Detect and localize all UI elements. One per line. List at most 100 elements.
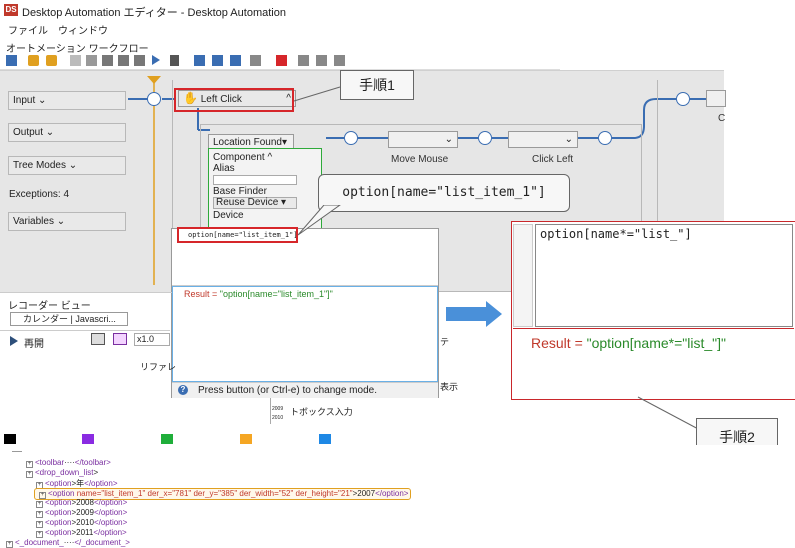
tool-b-icon[interactable] xyxy=(316,55,327,66)
expand-icon[interactable]: + xyxy=(39,492,46,499)
xml-tag-close: </option> xyxy=(93,528,127,537)
edited-result-line: Result = "option[name*="list_"]" xyxy=(531,335,726,351)
expression-text: option[name="list_item_1"] xyxy=(188,231,298,239)
cut-icon[interactable] xyxy=(86,55,97,66)
screenshot-icon[interactable] xyxy=(91,333,105,345)
expand-icon[interactable]: + xyxy=(36,521,43,528)
color-swatch-purple[interactable] xyxy=(82,434,94,444)
expression-input[interactable] xyxy=(172,229,438,286)
undo-icon[interactable] xyxy=(28,55,39,66)
connector-1[interactable] xyxy=(344,131,358,145)
xml-tag-open: <option xyxy=(45,528,72,537)
expand-icon[interactable]: + xyxy=(36,531,43,538)
xml-root-line xyxy=(12,446,22,452)
help-icon[interactable]: ? xyxy=(178,385,188,395)
expand-icon[interactable]: + xyxy=(36,511,43,518)
window-title: Desktop Automation エディター - Desktop Autom… xyxy=(22,7,286,19)
recorder-divider xyxy=(0,292,172,293)
redo-icon[interactable] xyxy=(46,55,57,66)
expand-icon[interactable]: + xyxy=(36,501,43,508)
input-dropdown[interactable]: Input ⌄ xyxy=(8,91,126,110)
xml-text: >2008 xyxy=(71,498,94,507)
expand-icon[interactable]: + xyxy=(26,471,33,478)
color-swatch-black[interactable] xyxy=(4,434,16,444)
expand-icon[interactable]: + xyxy=(6,541,13,548)
xml-text: > xyxy=(93,468,99,477)
menu-file[interactable]: ファイル xyxy=(8,26,48,37)
variables-dropdown[interactable]: Variables ⌄ xyxy=(8,212,126,231)
highlight-icon[interactable] xyxy=(113,333,127,345)
tool-a-icon[interactable] xyxy=(298,55,309,66)
result-box xyxy=(172,286,438,382)
side-text-4: テ xyxy=(440,337,450,347)
expand-icon[interactable]: + xyxy=(26,461,33,468)
tool-c-icon[interactable] xyxy=(334,55,345,66)
tree-modes-dropdown[interactable]: Tree Modes ⌄ xyxy=(8,156,126,175)
xml-node[interactable]: +<option>2010</option> xyxy=(34,518,127,528)
edited-expression-gutter xyxy=(513,224,533,327)
edited-divider xyxy=(513,328,794,329)
move-mouse-node[interactable]: ⌄ xyxy=(388,131,458,148)
color-swatch-blue[interactable] xyxy=(319,434,331,444)
input-connector[interactable] xyxy=(147,92,161,106)
stop-icon[interactable] xyxy=(276,55,287,66)
xml-text: >年 xyxy=(71,479,85,488)
xml-tag-open: <option xyxy=(45,508,72,517)
save-icon[interactable] xyxy=(6,55,17,66)
popup-footer: Press button (or Ctrl-e) to change mode. xyxy=(172,382,438,398)
xml-node[interactable]: +<_document_····</_document_> xyxy=(4,538,130,548)
color-swatch-green[interactable] xyxy=(161,434,173,444)
selector-bubble: option[name="list_item_1"] xyxy=(318,174,570,212)
step1-callout: 手順1 xyxy=(340,70,414,100)
edited-expression-input[interactable]: option[name*="list_"] xyxy=(535,224,793,327)
xml-tag-close: </_document_> xyxy=(74,538,130,547)
xml-text: >2009 xyxy=(71,508,94,517)
xml-text: >2007 xyxy=(352,489,376,498)
record-icon[interactable] xyxy=(212,55,223,66)
xml-node[interactable]: +<option name="list_item_1" der_x="781" … xyxy=(34,488,412,500)
xml-tag-open: <toolbar xyxy=(35,458,65,467)
recorder-title: レコーダー ビュー xyxy=(8,301,91,312)
zoom-select[interactable]: x1.0 xyxy=(134,333,170,346)
xml-text: ···· xyxy=(63,538,75,547)
side-text-3: トボックス入力 xyxy=(290,407,353,417)
left-click-node[interactable]: ✋ Left Click^ xyxy=(178,90,296,107)
connector-3[interactable] xyxy=(598,131,612,145)
xml-node[interactable]: +<option>2008</option> xyxy=(34,498,127,508)
connector-4[interactable] xyxy=(676,92,690,106)
paste-icon[interactable] xyxy=(102,55,113,66)
xml-node[interactable]: +<drop_down_list> xyxy=(24,468,98,478)
step-icon[interactable] xyxy=(194,55,205,66)
export-icon[interactable] xyxy=(230,55,241,66)
title-bar xyxy=(0,0,795,20)
component-header[interactable]: Component ^ xyxy=(213,152,273,163)
output-dropdown[interactable]: Output ⌄ xyxy=(8,123,126,142)
color-swatch-orange[interactable] xyxy=(240,434,252,444)
xml-tag-open: <option xyxy=(45,498,72,507)
delete-icon[interactable] xyxy=(118,55,129,66)
click-left-node[interactable]: ⌄ xyxy=(508,131,578,148)
print-icon[interactable] xyxy=(250,55,261,66)
alias-label: Alias xyxy=(213,163,235,174)
copy-icon[interactable] xyxy=(70,55,81,66)
reuse-device-select[interactable]: Reuse Device ▾ xyxy=(213,197,297,209)
menu-window[interactable]: ウィンドウ xyxy=(58,26,108,37)
xml-tag-close: </option> xyxy=(84,479,118,488)
pause-icon[interactable] xyxy=(170,55,179,66)
xml-tag-open: <option xyxy=(45,479,72,488)
recorder-tab[interactable]: カレンダー | Javascri... xyxy=(10,312,128,326)
xml-node[interactable]: +<toolbar····</toolbar> xyxy=(24,458,111,468)
alias-input[interactable] xyxy=(213,175,297,185)
replay-icon[interactable] xyxy=(10,336,18,346)
xml-node[interactable]: +<option>2011</option> xyxy=(34,528,127,538)
exceptions-count: Exceptions: 4 xyxy=(9,189,70,200)
xml-tag-open: <option xyxy=(45,518,72,527)
clear-icon[interactable] xyxy=(134,55,145,66)
connector-2[interactable] xyxy=(478,131,492,145)
play-icon[interactable] xyxy=(152,55,160,65)
replay-label[interactable]: 再開 xyxy=(24,339,44,350)
arrow-right-icon xyxy=(446,301,502,327)
next-node[interactable] xyxy=(706,90,726,107)
workflow-section-label: オートメーション ワークフロー xyxy=(6,44,149,55)
xml-node[interactable]: +<option>2009</option> xyxy=(34,508,127,518)
